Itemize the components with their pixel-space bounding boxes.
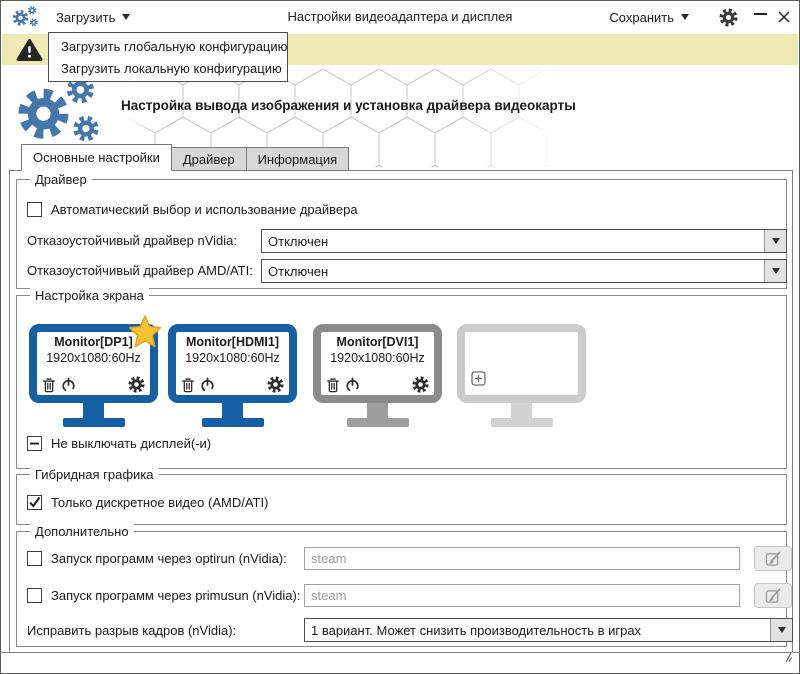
discrete-only-label: Только дискретное видео (AMD/ATI) xyxy=(51,495,269,510)
monitor-card-dvi1[interactable]: Monitor[DVI1] 1920x1080:60Hz xyxy=(313,324,442,427)
add-display-icon[interactable] xyxy=(471,371,486,391)
statusbar xyxy=(1,652,799,673)
monitor-resolution: 1920x1080:60Hz xyxy=(185,351,280,365)
group-hybrid-title: Гибридная графика xyxy=(30,467,159,482)
amd-failsafe-label: Отказоустойчивый драйвер AMD/ATI: xyxy=(27,263,253,278)
edit-pencil-icon xyxy=(765,551,780,566)
delete-monitor-icon[interactable] xyxy=(326,377,340,393)
warning-icon xyxy=(16,38,43,61)
nvidia-failsafe-label: Отказоустойчивый драйвер nVidia: xyxy=(27,233,237,248)
delete-monitor-icon[interactable] xyxy=(181,377,195,393)
primusun-label: Запуск программ через primusun (nVidia): xyxy=(51,588,301,603)
group-additional-title: Дополнительно xyxy=(30,524,134,539)
load-menu-button[interactable]: Загрузить xyxy=(56,1,131,33)
app-gears-icon xyxy=(11,5,41,34)
header-gears-icon xyxy=(13,75,109,152)
caret-down-icon xyxy=(122,14,131,20)
group-additional: Дополнительно Запуск программ через opti… xyxy=(16,524,793,647)
tab-content-panel: Драйвер Автоматический выбор и использов… xyxy=(9,170,793,653)
group-screen-title: Настройка экрана xyxy=(30,288,149,303)
monitor-card-dp1[interactable]: Monitor[DP1] 1920x1080:60Hz xyxy=(29,315,162,427)
header-subtitle: Настройка вывода изображения и установка… xyxy=(121,98,576,113)
caret-down-icon xyxy=(771,268,780,274)
delete-monitor-icon[interactable] xyxy=(42,377,56,393)
minimize-icon xyxy=(753,12,767,16)
save-menu-label: Сохранить xyxy=(609,9,674,25)
monitor-resolution: 1920x1080:60Hz xyxy=(46,351,141,365)
tab-driver[interactable]: Драйвер xyxy=(171,147,247,171)
power-monitor-icon[interactable] xyxy=(61,377,76,393)
monitor-name: Monitor[HDMI1] xyxy=(185,335,280,349)
caret-down-icon xyxy=(777,627,786,633)
tearing-fix-combobox[interactable]: 1 вариант. Может снизить производительно… xyxy=(304,618,793,642)
monitor-name: Monitor[DVI1] xyxy=(336,335,419,349)
tab-information[interactable]: Информация xyxy=(246,147,350,171)
edit-pencil-icon xyxy=(765,588,780,603)
group-driver: Драйвер Автоматический выбор и использов… xyxy=(16,172,787,289)
primary-star-icon xyxy=(128,315,162,353)
amd-failsafe-combobox[interactable]: Отключен xyxy=(261,259,787,283)
group-screen-settings: Настройка экрана Monitor[DP1] 1920x1080:… xyxy=(16,288,787,469)
caret-down-icon xyxy=(681,14,689,20)
titlebar: Загрузить Настройки видеоадаптера и дисп… xyxy=(1,1,799,33)
power-monitor-icon[interactable] xyxy=(200,377,215,393)
load-dropdown-menu: Загрузить глобальную конфигурацию Загруз… xyxy=(48,32,288,82)
resize-grip[interactable] xyxy=(776,651,792,669)
auto-driver-label: Автоматический выбор и использование дра… xyxy=(51,202,358,217)
menu-item-load-global-config[interactable]: Загрузить глобальную конфигурацию xyxy=(61,38,288,54)
combo-dropdown-button[interactable] xyxy=(770,619,792,641)
monitor-name: Monitor[DP1] xyxy=(54,335,133,349)
monitor-resolution: 1920x1080:60Hz xyxy=(330,351,425,365)
nvidia-failsafe-combobox[interactable]: Отключен xyxy=(261,229,787,253)
group-hybrid-graphics: Гибридная графика Только дискретное виде… xyxy=(16,467,787,525)
group-driver-title: Драйвер xyxy=(30,172,92,187)
discrete-only-checkbox[interactable] xyxy=(27,495,42,510)
window-title: Настройки видеоадаптера и дисплея xyxy=(287,9,513,24)
optirun-input[interactable] xyxy=(304,547,740,570)
minimize-button[interactable] xyxy=(749,1,771,33)
close-icon xyxy=(778,11,790,23)
tab-basic-settings[interactable]: Основные настройки xyxy=(21,144,172,171)
close-button[interactable] xyxy=(773,1,795,33)
combo-dropdown-button[interactable] xyxy=(764,260,786,282)
nvidia-failsafe-value: Отключен xyxy=(268,233,329,249)
primusun-edit-button[interactable] xyxy=(754,583,792,608)
keep-display-on-label: Не выключать дисплей(-и) xyxy=(51,436,212,451)
settings-gear-button[interactable] xyxy=(715,1,741,33)
monitor-settings-gear-icon[interactable] xyxy=(267,376,284,393)
tearing-fix-label: Исправить разрыв кадров (nVidia): xyxy=(27,623,237,638)
auto-driver-checkbox[interactable] xyxy=(27,202,42,217)
power-monitor-icon[interactable] xyxy=(345,377,360,393)
save-menu-button[interactable]: Сохранить xyxy=(609,1,689,33)
load-menu-label: Загрузить xyxy=(56,9,116,25)
menu-item-load-local-config[interactable]: Загрузить локальную конфигурацию xyxy=(61,60,282,76)
monitor-card-hdmi1[interactable]: Monitor[HDMI1] 1920x1080:60Hz xyxy=(168,324,297,427)
tab-bar: Основные настройки Драйвер Информация xyxy=(21,144,350,171)
optirun-edit-button[interactable] xyxy=(754,546,792,571)
primusun-checkbox[interactable] xyxy=(27,588,42,603)
tearing-fix-value: 1 вариант. Может снизить производительно… xyxy=(311,622,642,638)
primusun-input[interactable] xyxy=(304,584,740,607)
keep-display-on-checkbox[interactable] xyxy=(27,436,42,451)
gear-icon xyxy=(718,7,738,27)
caret-down-icon xyxy=(771,238,780,244)
monitor-card-empty[interactable] xyxy=(457,324,586,427)
monitor-settings-gear-icon[interactable] xyxy=(128,376,145,393)
optirun-label: Запуск программ через optirun (nVidia): xyxy=(51,551,287,566)
optirun-checkbox[interactable] xyxy=(27,551,42,566)
amd-failsafe-value: Отключен xyxy=(268,263,329,279)
combo-dropdown-button[interactable] xyxy=(764,230,786,252)
monitor-settings-gear-icon[interactable] xyxy=(412,376,429,393)
